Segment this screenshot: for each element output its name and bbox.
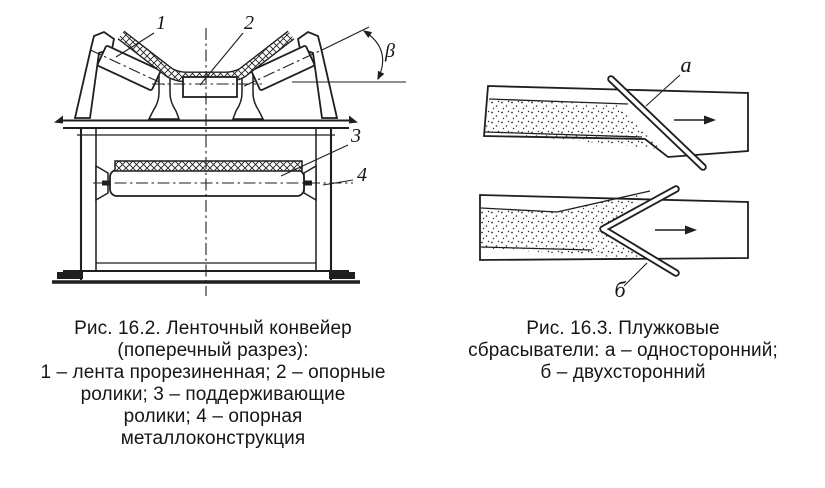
one-sided-plow-drawing: а: [483, 54, 749, 171]
part-callouts: 1 2 3 4: [115, 12, 367, 186]
figure-16-3-caption: Рис. 16.3. Плужковые сбрасыватели: а – о…: [424, 318, 822, 384]
return-belt-crosshatch: [114, 160, 303, 172]
caption-line: ролики; 3 – поддерживающие: [80, 384, 346, 405]
part-label-3: 3: [350, 125, 361, 147]
plow-blade-single: [607, 75, 707, 171]
caption-line: Рис. 16.3. Плужковые: [526, 318, 720, 339]
caption-line: металлоконструкция: [120, 428, 306, 449]
caption-line: (поперечный разрез):: [117, 340, 309, 361]
angle-label-beta: β: [384, 40, 395, 62]
beta-angle-dimension: β: [292, 26, 406, 83]
caption-line: Рис. 16.2. Ленточный конвейер: [74, 318, 352, 339]
right-side-roller: [243, 45, 323, 91]
figure-16-2-caption: Рис. 16.2. Ленточный конвейер (поперечны…: [8, 318, 418, 450]
belt-direction-arrow-bottom: [655, 225, 697, 235]
caption-line: сбрасыватели: а – односторонний;: [468, 340, 778, 361]
center-roller: [152, 76, 262, 98]
conveyor-cross-section-diagram: β 1 2 3 4: [52, 12, 406, 296]
left-bracket: [73, 30, 115, 119]
plow-dischargers-diagram: а б: [479, 54, 749, 302]
part-label-4: 4: [357, 164, 367, 186]
right-bracket: [297, 30, 339, 119]
idler-station: [73, 30, 339, 120]
left-side-roller: [89, 45, 169, 91]
part-label-1: 1: [156, 12, 166, 34]
left-pedestal: [147, 69, 181, 120]
material-on-belt-2: [481, 191, 650, 259]
part-label-2: 2: [244, 12, 254, 34]
two-sided-plow-drawing: б: [479, 185, 749, 302]
caption-line: 1 – лента прорезиненная; 2 – опорные: [40, 362, 386, 383]
part-label-b: б: [614, 277, 626, 302]
caption-line: б – двухсторонний: [540, 362, 706, 383]
part-label-a: а: [681, 54, 692, 77]
right-pedestal: [231, 69, 265, 120]
caption-line: ролики; 4 – опорная: [123, 406, 303, 427]
center-lines: [93, 28, 353, 296]
belt-direction-arrow-top: [674, 115, 716, 125]
plow-blade-vee: [599, 185, 680, 277]
